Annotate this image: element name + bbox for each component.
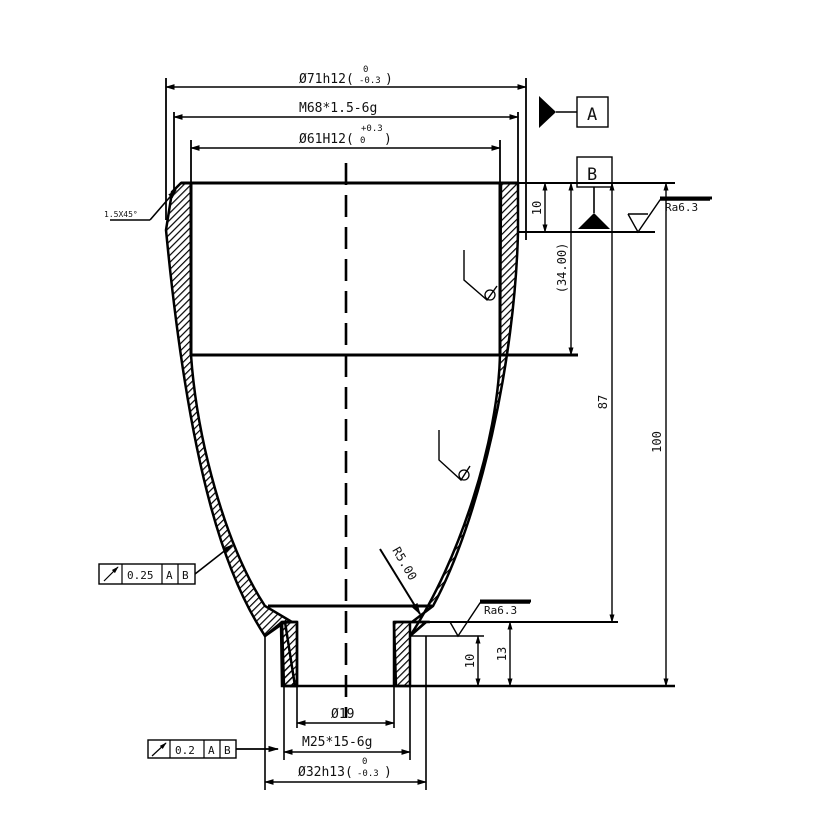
part-body [164,181,675,688]
surface-bottom-label: Ra6.3 [484,604,517,617]
right-wall-section [408,181,520,637]
surface-finish-bottom: Ra6.3 [449,599,531,638]
top-dimensions: Ø71h12( 0 -0.3 ) M68*1.5-6g Ø61H12( +0.3… [104,65,527,240]
dim-h100: 100 [650,431,664,453]
dim-h34: (34.00) [555,243,569,294]
dim-h10-bot: 10 [463,654,477,668]
datum-a: A [539,96,609,128]
dim-d32-close: ) [384,765,392,780]
tol2-value: 0.2 [175,744,195,757]
dim-m68-label: M68*1.5-6g [299,101,377,116]
tol1-ref-b: B [182,569,189,582]
runout-arrow-icon [151,742,167,757]
dim-d71-close: ) [385,72,393,87]
tol2-ref-b: B [224,744,231,757]
tolerance-frame-1: 0.25 A B [98,544,233,585]
tol1-value: 0.25 [127,569,154,582]
dim-d61-lower: 0 [360,136,365,146]
datum-b: B [576,156,613,229]
dim-d32-lower: -0.3 [357,769,379,779]
dim-h87: 87 [596,395,610,409]
datum-a-label: A [587,105,597,125]
bottom-dimensions: Ø19 M25*15-6g Ø32h13( 0 -0.3 ) [264,636,427,790]
surface-symbol-upper [463,250,498,302]
left-wall-section [164,181,297,688]
tolerance-frame-2: 0.2 A B [147,739,280,759]
tol2-ref-a: A [208,744,215,757]
left-neck-section [280,620,299,688]
dim-h13: 13 [495,647,509,661]
dim-d71-lower: -0.3 [359,76,381,86]
dim-d61-close: ) [384,132,392,147]
radius-callout: R5.00 [379,545,421,616]
dim-d71-label: Ø71h12( [299,72,354,87]
dim-d61-label: Ø61H12( [299,132,354,147]
runout-arrow-icon [103,566,119,582]
dim-d32-upper: 0 [362,757,367,767]
radius-label: R5.00 [389,545,419,583]
surface-finish-top: Ra6.3 [627,196,712,234]
dim-d61-upper: +0.3 [361,124,383,134]
tol1-ref-a: A [166,569,173,582]
dim-d19: Ø19 [331,707,354,722]
dim-d71-upper: 0 [363,65,368,75]
dim-m25: M25*15-6g [302,735,372,750]
surface-symbol-lower [438,430,471,482]
dim-d32-label: Ø32h13( [298,765,353,780]
right-dimensions: 10 (34.00) 87 100 10 13 [410,182,675,687]
dim-h10-top: 10 [530,201,544,215]
surface-top-label: Ra6.3 [665,201,698,214]
right-neck-section [392,620,412,688]
datum-b-label: B [587,165,597,185]
chamfer-label: 1.5X45° [104,210,138,219]
